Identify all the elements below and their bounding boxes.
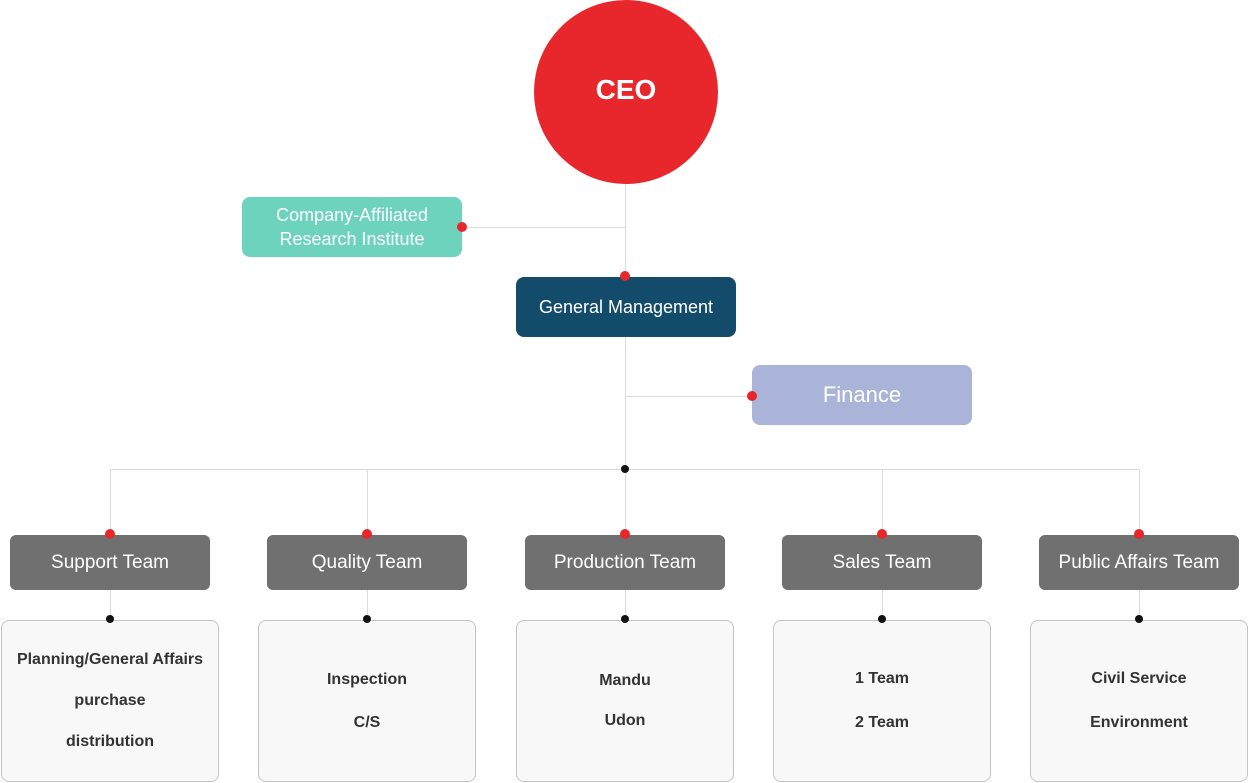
connector-finance-branch (625, 396, 752, 397)
connector-quality-to-box (367, 590, 368, 620)
institute-label-line1: Company-Affiliated (276, 205, 428, 225)
list-item: 2 Team (855, 714, 909, 731)
team-sales: Sales Team (782, 535, 982, 590)
team-quality: Quality Team (267, 535, 467, 590)
research-institute-node: Company-Affiliated Research Institute (242, 197, 462, 257)
connector-drop-production (625, 469, 626, 535)
support-box-dot (106, 615, 114, 623)
list-item: Civil Service (1091, 670, 1187, 687)
list-item: Mandu (599, 672, 651, 689)
list-item: Inspection (326, 670, 407, 688)
finance-label: Finance (822, 382, 902, 407)
connector-drop-public-affairs (1139, 469, 1140, 535)
list-item: distribution (66, 733, 154, 750)
public-affairs-box-dot (1135, 615, 1143, 623)
team-bus-junction-dot (621, 465, 629, 473)
sales-box-dot (878, 615, 886, 623)
team-label: Quality Team (311, 551, 423, 573)
connector-support-to-box (110, 590, 111, 620)
list-item: Environment (1090, 714, 1188, 731)
finance-node: Finance (752, 365, 972, 425)
team-label: Production Team (553, 551, 697, 573)
list-item: C/S (353, 713, 381, 731)
team-support-dot (105, 529, 115, 539)
quality-box-dot (363, 615, 371, 623)
connector-ceo-to-gm (625, 184, 626, 277)
team-public-affairs-dot (1134, 529, 1144, 539)
production-box-dot (621, 615, 629, 623)
list-item: Udon (604, 712, 646, 729)
team-label: Public Affairs Team (1058, 551, 1220, 573)
team-production-dot (620, 529, 630, 539)
team-sales-dot (877, 529, 887, 539)
team-quality-dot (362, 529, 372, 539)
connector-sales-to-box (882, 590, 883, 620)
connector-public-affairs-to-box (1139, 590, 1140, 620)
general-management-label: General Management (538, 296, 714, 317)
ceo-node: CEO (534, 0, 718, 184)
connector-drop-support (110, 469, 111, 535)
connector-gm-to-teams (625, 337, 626, 470)
institute-connector-dot (457, 222, 467, 232)
support-team-details: Planning/General Affairs purchase distri… (1, 620, 219, 782)
list-item: purchase (74, 692, 146, 709)
finance-connector-dot (747, 391, 757, 401)
connector-drop-quality (367, 469, 368, 535)
list-item: Planning/General Affairs (16, 651, 204, 668)
public-affairs-team-details: Civil Service Environment (1030, 620, 1248, 782)
team-label: Sales Team (832, 551, 932, 573)
general-management-connector-dot (620, 271, 630, 281)
team-support: Support Team (10, 535, 210, 590)
ceo-label: CEO (595, 74, 657, 105)
connector-drop-sales (882, 469, 883, 535)
connector-institute-branch (462, 227, 625, 228)
quality-team-details: Inspection C/S (258, 620, 476, 782)
team-production: Production Team (525, 535, 725, 590)
sales-team-details: 1 Team 2 Team (773, 620, 991, 782)
team-public-affairs: Public Affairs Team (1039, 535, 1239, 590)
team-label: Support Team (51, 551, 169, 573)
connector-production-to-box (625, 590, 626, 620)
general-management-node: General Management (516, 277, 736, 337)
list-item: 1 Team (855, 670, 909, 687)
institute-label-line2: Research Institute (279, 229, 425, 249)
production-team-details: Mandu Udon (516, 620, 734, 782)
